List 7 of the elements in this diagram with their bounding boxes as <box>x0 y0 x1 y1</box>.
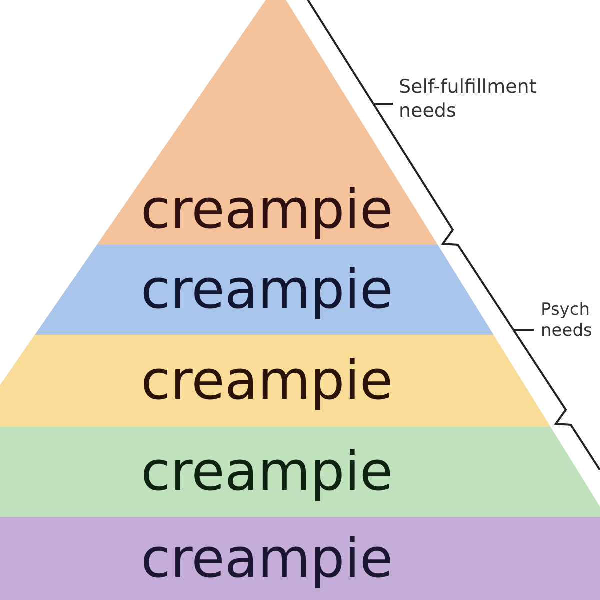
tier-label: creampie <box>140 181 394 239</box>
tier-label: creampie <box>140 261 394 319</box>
tier-label: creampie <box>140 352 394 410</box>
bracket-label: Self-fulfillment needs <box>399 76 538 124</box>
bracket-label: Psych needs <box>541 300 594 342</box>
tier-label: creampie <box>140 530 394 588</box>
tier-label: creampie <box>140 443 394 501</box>
